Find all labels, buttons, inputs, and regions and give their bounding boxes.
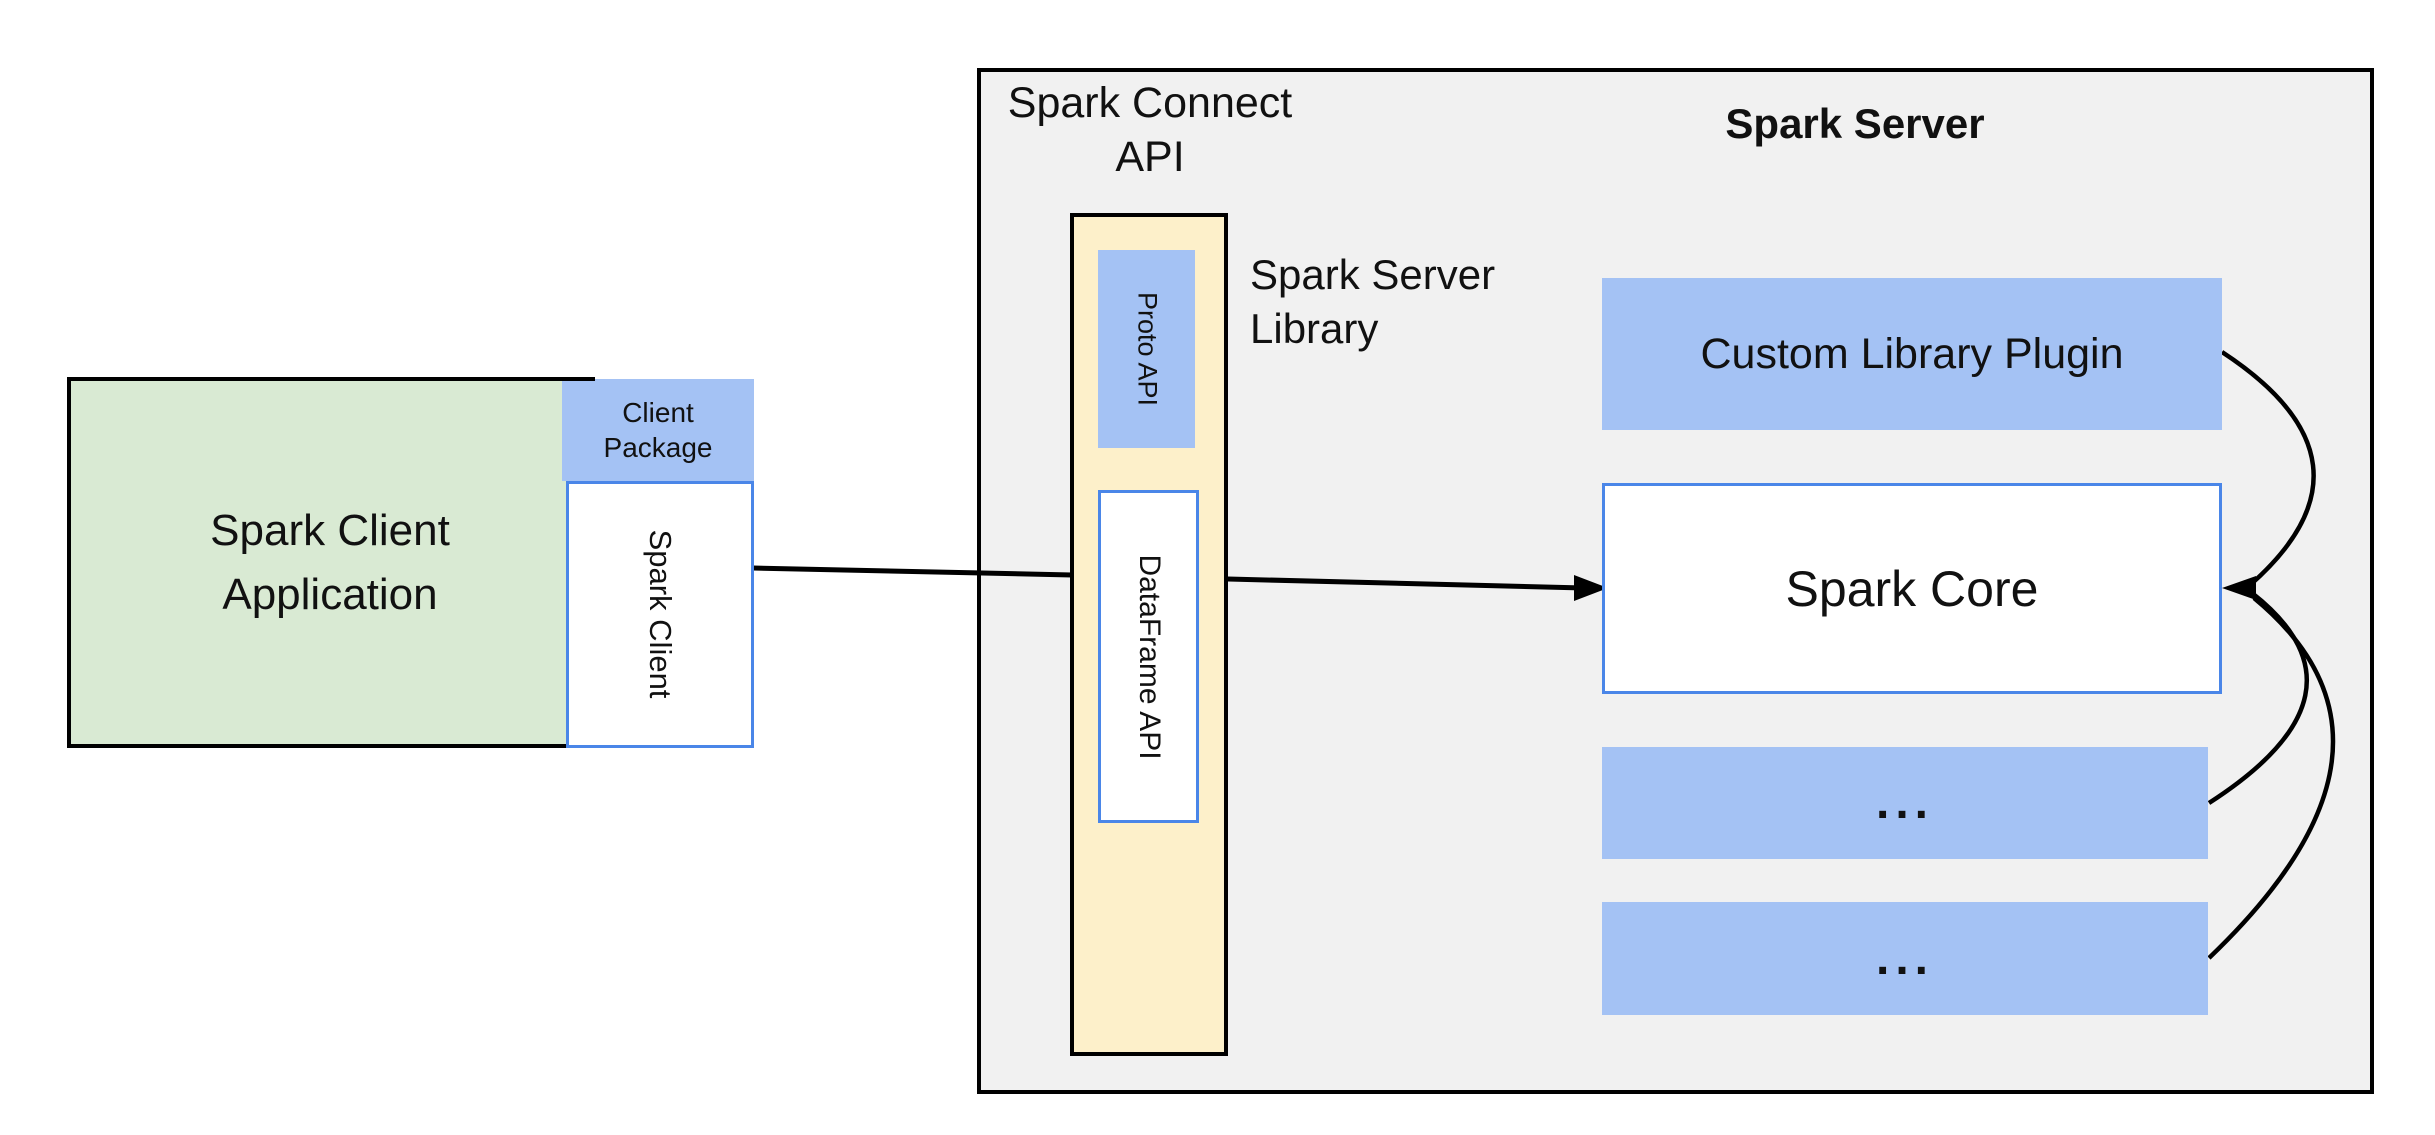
spark-server-library-label-line1: Spark Server (1250, 251, 1496, 298)
client-package-label-line1: Client (622, 397, 694, 428)
server-module-2-ellipsis-label: ... (1875, 931, 1934, 985)
spark-connect-api-title: Spark Connect API (950, 76, 1350, 184)
proto-api-label: Proto API (1132, 291, 1163, 407)
green-box-border-overlap (558, 377, 595, 381)
server-module-1-ellipsis-label: ... (1875, 776, 1934, 829)
spark-client-application-box: Spark Client Application (67, 377, 593, 748)
spark-client-application-label: Spark Client Application (210, 499, 450, 627)
spark-server-library-label: Spark Server Library (1250, 248, 1580, 356)
spark-core-label: Spark Core (1785, 560, 2039, 617)
client-package-label-line2: Package (603, 432, 713, 463)
spark-client-application-label-line2: Application (222, 569, 438, 619)
custom-library-plugin-label: Custom Library Plugin (1700, 329, 2124, 378)
dataframe-api-label: DataFrame API (1133, 554, 1166, 760)
client-package-label: Client Package (604, 395, 713, 465)
spark-connect-api-title-line1: Spark Connect (1007, 79, 1293, 127)
spark-core-box: Spark Core (1602, 483, 2222, 694)
client-to-core-arrowhead (1574, 575, 1608, 601)
spark-server-title: Spark Server (1725, 100, 1985, 147)
module2-to-core-curve (2207, 596, 2336, 960)
spark-client-application-label-line1: Spark Client (210, 505, 450, 555)
spark-connect-api-title-line2: API (1115, 133, 1185, 181)
server-module-box-1: ... (1602, 747, 2208, 859)
curves-to-core-arrowhead (2222, 576, 2256, 600)
spark-client-label: Spark Client (643, 529, 678, 699)
module1-to-core-curve (2207, 591, 2309, 805)
dataframe-api-box (1098, 490, 1199, 823)
spark-client-box (566, 481, 754, 748)
server-module-box-2: ... (1602, 902, 2208, 1015)
proto-api-box (1098, 250, 1195, 448)
client-package-box: Client Package (562, 379, 754, 481)
custom-library-plugin-box: Custom Library Plugin (1602, 278, 2222, 430)
spark-server-library-label-line2: Library (1250, 305, 1379, 352)
plugin-to-core-curve (2220, 350, 2316, 587)
